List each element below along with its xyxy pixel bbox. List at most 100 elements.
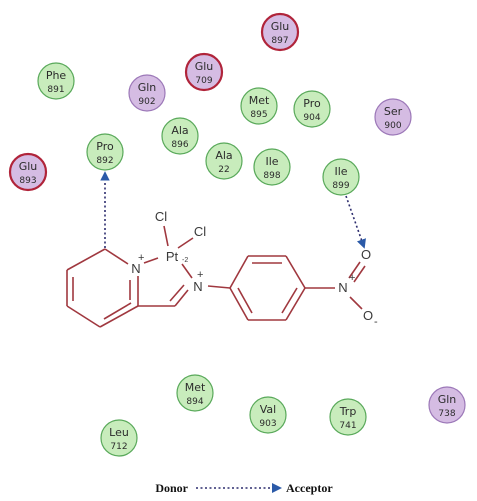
residue-number: 709 [195,76,212,86]
bond [169,284,185,302]
bond [66,248,106,271]
residue-leu-712[interactable]: Leu 712 [100,419,138,457]
residue-ala-22[interactable]: Ala 22 [205,142,243,180]
atom-pt-charge: -2 [182,257,188,264]
ligand-structure [66,225,366,328]
bond [349,296,363,310]
bond [104,248,129,265]
atom-cl-2: Cl [194,224,206,239]
residue-number: 22 [218,165,229,175]
residue-name: Glu [195,60,214,73]
legend: Donor Acceptor [155,481,333,495]
residue-pro-892[interactable]: Pro 892 [86,133,124,171]
residue-circle [128,74,166,112]
residue-name: Glu [271,20,290,33]
residue-name: Ile [265,155,278,168]
residue-ile-899[interactable]: Ile 899 [322,158,360,196]
atom-o-top: O [361,247,371,262]
bond [348,261,361,279]
residue-name: Pro [303,97,321,110]
residue-name: Ala [215,149,232,162]
residue-met-894[interactable]: Met 894 [176,374,214,412]
residue-ser-900[interactable]: Ser 900 [374,98,412,136]
bond [163,225,169,247]
residue-circle [184,52,224,92]
residue-number: 893 [19,176,36,186]
residue-val-903[interactable]: Val 903 [249,396,287,434]
residue-number: 895 [250,110,267,120]
bond [174,289,189,307]
residue-circle [253,148,291,186]
residue-trp-741[interactable]: Trp 741 [329,398,367,436]
hbond-arrow-ile-899 [345,195,366,249]
residue-circle [240,87,278,125]
residue-circle [86,133,124,171]
residue-number: 896 [171,140,188,150]
atom-n-imine-charge: + [197,269,203,281]
residue-number: 900 [384,121,401,131]
residue-name: Gln [438,393,457,406]
bond [285,287,306,321]
residue-circle [8,152,48,192]
atom-n-nitro-charge: + [349,272,355,284]
residue-number: 894 [186,397,203,407]
residue-circle [100,419,138,457]
bond [143,257,159,264]
residue-name: Ile [334,165,347,178]
atom-labels: Cl Cl Pt -2 N + N + N + O O - [131,209,378,328]
residue-name: Glu [19,160,38,173]
residue-name: Met [249,94,270,107]
residue-name: Trp [339,405,357,418]
atom-n-imine: N [193,279,202,294]
legend-arrow-head [272,483,282,493]
residue-met-895[interactable]: Met 895 [240,87,278,125]
atom-o-bottom: O [363,308,373,323]
residue-pro-904[interactable]: Pro 904 [293,90,331,128]
residue-number: 712 [110,442,127,452]
residue-number: 904 [303,113,320,123]
residue-circle [249,396,287,434]
bond [103,302,132,320]
bond [99,305,139,328]
residue-number: 891 [47,85,64,95]
residue-ile-898[interactable]: Ile 898 [253,148,291,186]
residue-circle [374,98,412,136]
atom-cl-1: Cl [155,209,167,224]
bond [207,285,231,289]
bond [229,287,249,321]
residue-number: 738 [438,409,455,419]
bond [66,305,101,328]
residue-number: 741 [339,421,356,431]
atom-pt: Pt [166,249,179,264]
residue-name: Leu [109,426,129,439]
residue-gln-738[interactable]: Gln 738 [428,386,466,424]
residue-glu-893[interactable]: Glu 893 [8,152,48,192]
residue-circle [37,62,75,100]
hbond-layer [100,171,366,249]
legend-donor-label: Donor [155,481,188,495]
bond [181,263,193,279]
residue-number: 903 [259,419,276,429]
residue-ala-896[interactable]: Ala 896 [161,117,199,155]
residue-glu-709[interactable]: Glu 709 [184,52,224,92]
residue-circle [428,386,466,424]
residue-name: Met [185,381,206,394]
bond [237,287,253,314]
residue-layer: Glu 897 Phe 891 Gln 902 Glu 709 Met 895 … [8,12,466,457]
residue-glu-897[interactable]: Glu 897 [260,12,300,52]
residue-circle [322,158,360,196]
atom-n-nitro: N [338,280,347,295]
residue-circle [329,398,367,436]
residue-phe-891[interactable]: Phe 891 [37,62,75,100]
residue-gln-902[interactable]: Gln 902 [128,74,166,112]
residue-circle [161,117,199,155]
atom-o-bottom-charge: - [374,316,378,328]
atom-n-ring-charge: + [138,252,144,264]
residue-number: 897 [271,36,288,46]
bond [353,265,366,283]
bond [177,237,194,249]
residue-name: Gln [138,81,157,94]
residue-circle [205,142,243,180]
